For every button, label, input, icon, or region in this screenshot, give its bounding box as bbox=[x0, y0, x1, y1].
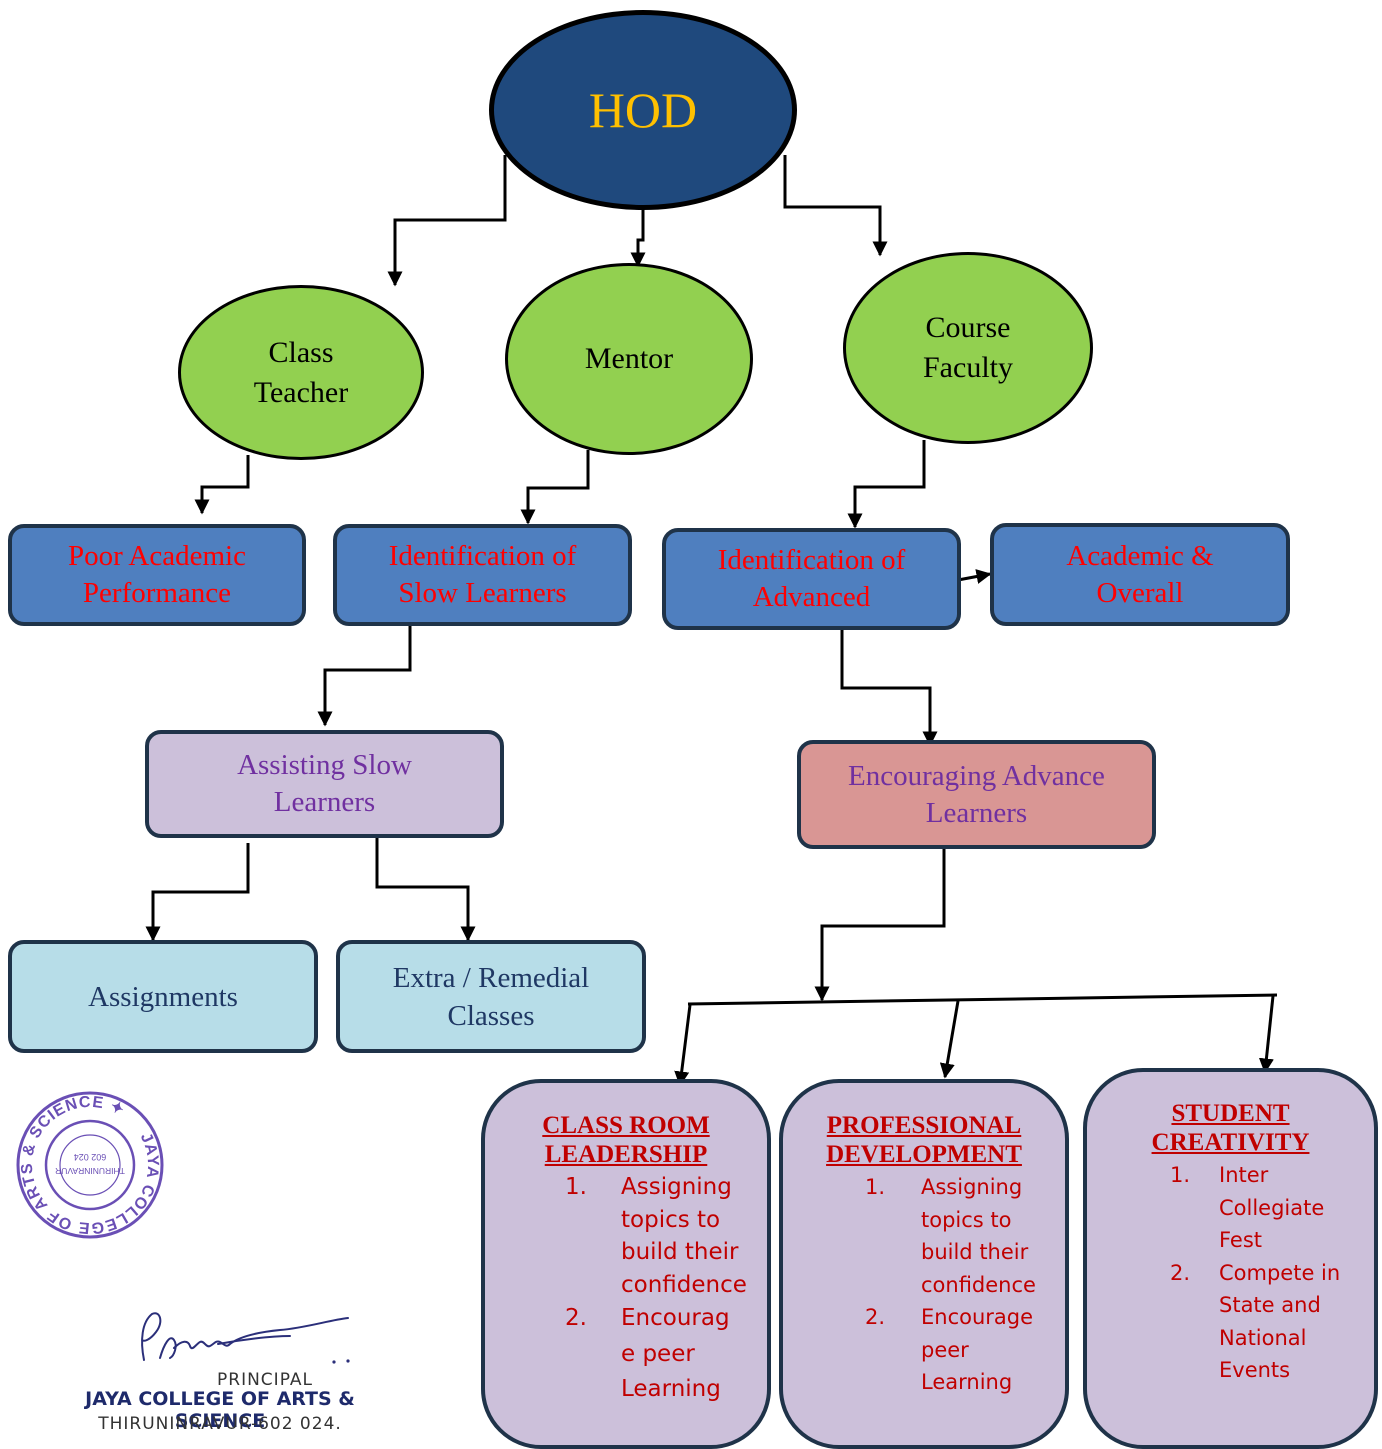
identification-advanced-label: Identification of Advanced bbox=[717, 544, 906, 613]
distribution-line bbox=[687, 993, 1278, 1006]
signature-title: PRINCIPAL bbox=[217, 1370, 313, 1390]
arrow-hod-mentor bbox=[630, 200, 646, 268]
arrow-bus-professional bbox=[939, 1000, 960, 1079]
encouraging-advance-box: Encouraging Advance Learners bbox=[797, 740, 1156, 849]
list-item: 2. Encourage peer Learning bbox=[865, 1305, 1034, 1394]
assignments-label: Assignments bbox=[88, 980, 238, 1013]
academic-overall-label: Academic & Overall bbox=[1066, 539, 1214, 609]
arrow-faculty-advanced bbox=[847, 440, 926, 529]
identification-slow-label: Identification of Slow Learners bbox=[388, 540, 577, 609]
classroom-leadership-card: CLASS ROOM LEADERSHIP 1. Assigning topic… bbox=[481, 1079, 771, 1449]
arrow-encouraging-bus bbox=[814, 848, 946, 1002]
arrow-assisting-extra bbox=[375, 838, 476, 942]
academic-overall-box: Academic & Overall bbox=[990, 523, 1290, 626]
svg-text:JAYA COLLEGE OF ARTS & SCIENCE: JAYA COLLEGE OF ARTS & SCIENCE ✦ bbox=[14, 1090, 166, 1240]
list-item: 1. Inter Collegiate Fest bbox=[1170, 1163, 1325, 1252]
arrow-bus-classroom bbox=[674, 1004, 692, 1087]
arrow-slow-assisting bbox=[317, 625, 412, 727]
identification-slow-box: Identification of Slow Learners bbox=[333, 524, 632, 626]
card-title: PROFESSIONAL DEVELOPMENT bbox=[826, 1112, 1022, 1168]
class-teacher-node: Class Teacher bbox=[178, 285, 424, 460]
list-item: 1. Assigning topics to build their confi… bbox=[865, 1175, 1036, 1297]
mentor-label: Mentor bbox=[584, 342, 674, 375]
encouraging-advance-label: Encouraging Advance Learners bbox=[848, 759, 1105, 829]
student-creativity-card: STUDENT CREATIVITY 1. Inter Collegiate F… bbox=[1083, 1068, 1378, 1449]
mentor-node: Mentor bbox=[505, 263, 753, 455]
seal-center-line2: 602 024 bbox=[74, 1152, 107, 1162]
poor-academic-box: Poor Academic Performance bbox=[8, 524, 306, 626]
signature-address: THIRUNINRAVUR-602 024. bbox=[98, 1414, 342, 1434]
card-title: STUDENT CREATIVITY bbox=[1151, 1100, 1310, 1156]
class-teacher-label: Class Teacher bbox=[253, 335, 349, 409]
arrow-advanced-encouraging bbox=[840, 628, 938, 747]
arrow-assisting-assignments bbox=[145, 843, 250, 942]
extra-remedial-box: Extra / Remedial Classes bbox=[336, 940, 646, 1053]
list-item: 1. Assigning topics to build their confi… bbox=[565, 1174, 747, 1298]
assignments-box: Assignments bbox=[8, 940, 318, 1053]
signature-college: JAYA COLLEGE OF ARTS & SCIENCE bbox=[85, 1388, 355, 1432]
poor-academic-label: Poor Academic Performance bbox=[68, 540, 246, 609]
arrow-hod-course-faculty bbox=[783, 155, 888, 257]
professional-development-card: PROFESSIONAL DEVELOPMENT 1. Assigning to… bbox=[779, 1079, 1069, 1449]
arrow-bus-creativity bbox=[1258, 995, 1275, 1074]
college-seal: JAYA COLLEGE OF ARTS & SCIENCE ✦ THIRUNI… bbox=[14, 1090, 166, 1240]
card-list: 1. Assigning topics to build their confi… bbox=[565, 1171, 747, 1408]
arrow-class-teacher-poor bbox=[194, 455, 250, 515]
arrow-hod-class-teacher bbox=[387, 155, 507, 287]
card-list: 1. Assigning topics to build their confi… bbox=[865, 1171, 1036, 1399]
arrow-mentor-slow bbox=[520, 450, 590, 525]
card-list: 1. Inter Collegiate Fest 2. Compete in S… bbox=[1170, 1159, 1354, 1387]
course-faculty-node: Course Faculty bbox=[843, 252, 1093, 444]
hod-label: HOD bbox=[588, 82, 698, 138]
hod-node: HOD bbox=[489, 10, 797, 210]
arrow-advanced-overall bbox=[957, 569, 992, 584]
assisting-slow-box: Assisting Slow Learners bbox=[145, 730, 504, 838]
list-item: 2. Encourag e peer Learning bbox=[565, 1305, 730, 1402]
assisting-slow-label: Assisting Slow Learners bbox=[237, 749, 412, 818]
identification-advanced-box: Identification of Advanced bbox=[662, 528, 961, 630]
seal-center-line1: THIRUNINRAVUR bbox=[55, 1166, 125, 1176]
principal-signature bbox=[141, 1312, 350, 1364]
course-faculty-label: Course Faculty bbox=[923, 311, 1013, 384]
card-title: CLASS ROOM LEADERSHIP bbox=[542, 1112, 710, 1168]
seal-ring-text: JAYA COLLEGE OF ARTS & SCIENCE ✦ bbox=[14, 1090, 166, 1240]
extra-remedial-label: Extra / Remedial Classes bbox=[392, 961, 590, 1032]
list-item: 2. Compete in State and National Events bbox=[1170, 1260, 1341, 1383]
